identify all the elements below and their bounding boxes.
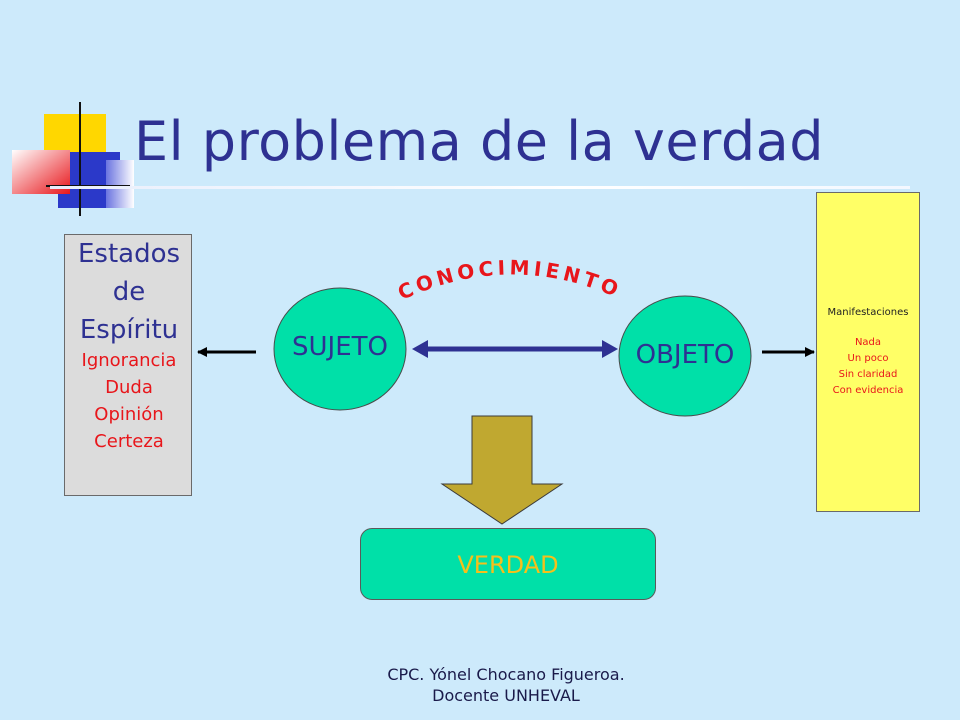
estados-heading-line: Espíritu: [79, 315, 179, 345]
verdad-box: VERDAD: [360, 528, 656, 600]
manifestaciones-item: Un poco: [847, 353, 889, 364]
manifestaciones-item: Nada: [854, 337, 882, 348]
estados-box: Estados de Espíritu Ignorancia Duda Opin…: [64, 234, 192, 496]
estados-heading-line: de: [112, 277, 146, 307]
manifestaciones-item: Sin claridad: [838, 369, 898, 380]
sujeto-label: SUJETO: [292, 332, 388, 362]
footer-line: Docente UNHEVAL: [432, 686, 580, 705]
double-arrow-right-head: [602, 340, 618, 358]
estados-heading: Estados de Espíritu: [59, 235, 199, 349]
double-arrow-left-head: [412, 340, 428, 358]
footer-credit: CPC. Yónel Chocano Figueroa. Docente UNH…: [300, 664, 712, 706]
down-arrow: [440, 415, 564, 525]
objeto-node: [618, 295, 752, 417]
estados-item: Certeza: [94, 431, 164, 452]
estados-heading-line: Estados: [77, 239, 181, 269]
sujeto-node: [273, 287, 407, 411]
logo-fade-square: [106, 160, 134, 208]
manifestaciones-heading: Manifestaciones: [827, 307, 909, 318]
estados-item: Ignorancia: [81, 350, 177, 371]
conocimiento-label: CONOCIMIENTO: [394, 255, 625, 304]
slide-title: El problema de la verdad: [134, 110, 824, 173]
conocimiento-text: CONOCIMIENTO: [394, 255, 621, 304]
title-divider: [50, 186, 910, 189]
estados-item: Opinión: [94, 404, 164, 425]
manifestaciones-box: Manifestaciones Nada Un poco Sin clarida…: [816, 192, 920, 512]
estados-item: Duda: [105, 377, 153, 398]
manifestaciones-list: Nada Un poco Sin claridad Con evidencia: [817, 335, 919, 399]
estados-list: Ignorancia Duda Opinión Certeza: [65, 347, 193, 455]
footer-line: CPC. Yónel Chocano Figueroa.: [387, 665, 625, 684]
manifestaciones-item: Con evidencia: [832, 385, 904, 396]
objeto-label: OBJETO: [635, 340, 735, 370]
